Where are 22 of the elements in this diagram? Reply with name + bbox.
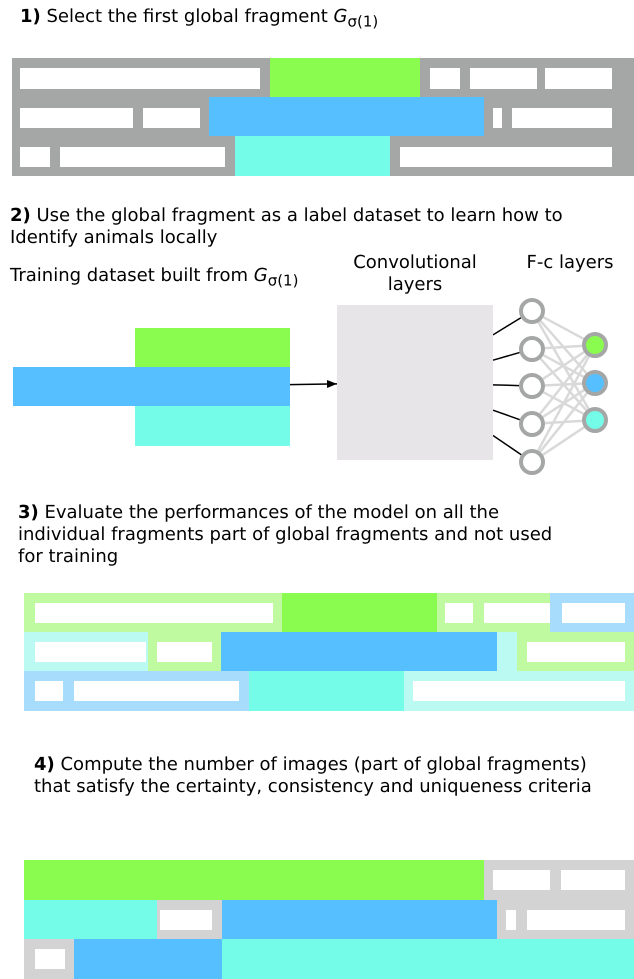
connection-line xyxy=(542,316,584,340)
connection-line xyxy=(492,434,522,456)
connection-line xyxy=(492,352,520,361)
connection-line xyxy=(540,320,588,374)
connection-line xyxy=(492,409,520,420)
connection-line xyxy=(492,317,522,336)
connection-line xyxy=(542,426,585,456)
connection-line xyxy=(544,420,582,424)
arrow xyxy=(290,380,338,388)
layer-caption: Convolutional layers xyxy=(352,252,478,296)
step-description: 4) Compute the number of images (part of global fragments) that satisfy the certainty, consistency and uniqueness criteria xyxy=(34,754,593,798)
step-description: 2) Use the global fragment as a label dataset to learn how to Identify animals locally xyxy=(10,205,564,249)
connection-line xyxy=(537,322,590,410)
connection-line xyxy=(544,344,582,350)
connection-line xyxy=(492,384,520,386)
layer-caption: F-c layers xyxy=(525,252,614,274)
connection-line xyxy=(539,392,588,453)
connection-line xyxy=(544,382,582,387)
connection-line xyxy=(537,356,590,452)
step-description: 3) Evaluate the performances of the model on all the individual fragments part of global fragments and not used for training xyxy=(18,502,554,568)
dataset-caption: Training dataset built from G$_{σ(1)}$ xyxy=(10,265,300,292)
step-description: 1) Select the first global fragment G$_{σ(1)}$ xyxy=(20,6,380,33)
